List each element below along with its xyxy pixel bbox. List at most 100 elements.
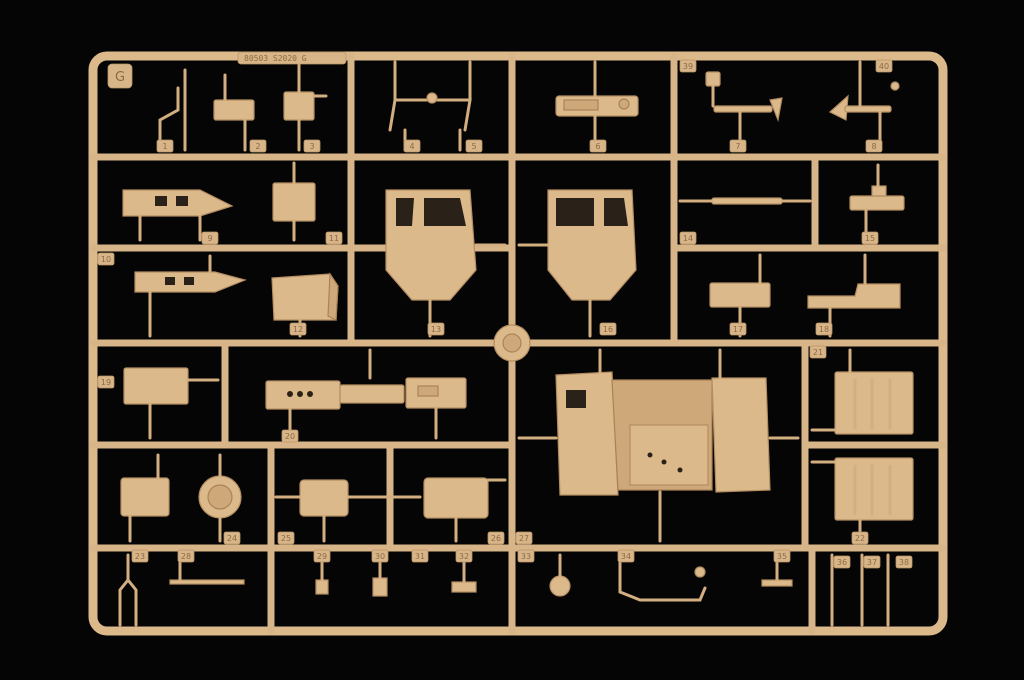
part-number-label: 17 [733,325,743,334]
part-20 [265,348,467,440]
part-number-label: 39 [683,62,693,71]
part-number-tab [325,231,343,245]
part-number-tab [249,139,267,153]
part-number-label: 12 [293,325,303,334]
part-number-tab [861,231,879,245]
part-number-tab [833,555,851,569]
part-number-label: 1 [162,142,167,151]
part-number-tab [729,139,747,153]
part-number-label: 21 [813,348,823,357]
part-number-tab [515,531,533,545]
part-number-label: 29 [317,552,327,561]
part-number-tab [875,59,893,73]
part-number-label: 26 [491,534,501,543]
part-number-label: 16 [603,325,613,334]
part-number-label: 5 [471,142,476,151]
part-11 [272,161,316,242]
part-number-tab [815,322,833,336]
part-number-tab [97,375,115,389]
part-number-tab [679,59,697,73]
part-number-label: 35 [777,552,787,561]
part-number-tab [599,322,617,336]
part-number-tab [411,549,429,563]
part-number-tab [895,555,913,569]
part-2 [213,73,255,152]
part-24 [198,453,242,543]
part-number-label: 14 [683,234,693,243]
part-number-label: 27 [519,534,529,543]
part-22 [810,457,914,543]
part-number-label: 11 [329,234,339,243]
part-number-label: 4 [409,142,414,151]
part-number-tab [427,322,445,336]
part-1 [158,68,187,152]
part-number-label: 33 [521,552,531,561]
part-number-tab [313,549,331,563]
part-number-tab [863,555,881,569]
sprue-letter: G [115,70,125,85]
part-7 [705,71,783,152]
part-number-tab [97,252,115,266]
part-number-label: 40 [879,62,889,71]
part-number-tab [809,345,827,359]
part-number-label: 30 [375,552,385,561]
part-27-body [517,348,800,543]
part-number-tab [465,139,483,153]
part-number-label: 34 [621,552,631,561]
part-number-label: 23 [135,552,145,561]
part-number-label: 2 [255,142,260,151]
part-number-label: 25 [281,534,291,543]
part-9 [122,189,234,242]
part-3 [283,63,328,152]
part-14 [678,197,812,205]
part-number-tab [729,322,747,336]
part-19 [123,367,220,440]
part-15 [849,163,905,242]
part-number-tab [223,531,241,545]
part-number-tab [617,549,635,563]
part-8 [828,60,900,152]
part-number-tab [403,139,421,153]
part-number-tab [517,549,535,563]
part-25 [274,479,422,543]
part-28-29 [118,553,245,627]
part-number-tab [131,549,149,563]
part-18 [807,253,901,338]
sprue-center-gate [493,324,531,362]
part-number-label: 32 [459,552,469,561]
part-number-tab [289,322,307,336]
part-number-tab [455,549,473,563]
part-4-5 [388,60,472,152]
part-26 [423,477,507,543]
part-33 [549,553,571,597]
part-number-label: 6 [595,142,600,151]
part-number-label: 22 [855,534,865,543]
part-number-label: 18 [819,325,829,334]
part-number-tab [679,231,697,245]
part-10 [134,254,247,338]
part-number-tab [865,139,883,153]
part-number-label: 19 [101,378,111,387]
part-number-label: 3 [309,142,314,151]
part-number-tab [201,231,219,245]
part-number-label: 36 [837,558,847,567]
part-number-tab [303,139,321,153]
part-number-tab [371,549,389,563]
part-12 [271,272,339,338]
sprue-code-tab [237,51,347,65]
part-16 [517,189,637,338]
part-number-label: 24 [227,534,237,543]
sprue-code: 80503 S2020 G [244,54,307,63]
part-13 [385,189,507,338]
part-number-tab [851,531,869,545]
part-number-label: 31 [415,552,425,561]
part-number-label: 20 [285,432,295,441]
part-number-label: 8 [871,142,876,151]
part-number-label: 9 [207,234,212,243]
part-number-label: 7 [735,142,740,151]
part-21 [810,348,914,435]
part-number-label: 15 [865,234,875,243]
part-number-label: 37 [867,558,877,567]
part-number-tab [177,549,195,563]
